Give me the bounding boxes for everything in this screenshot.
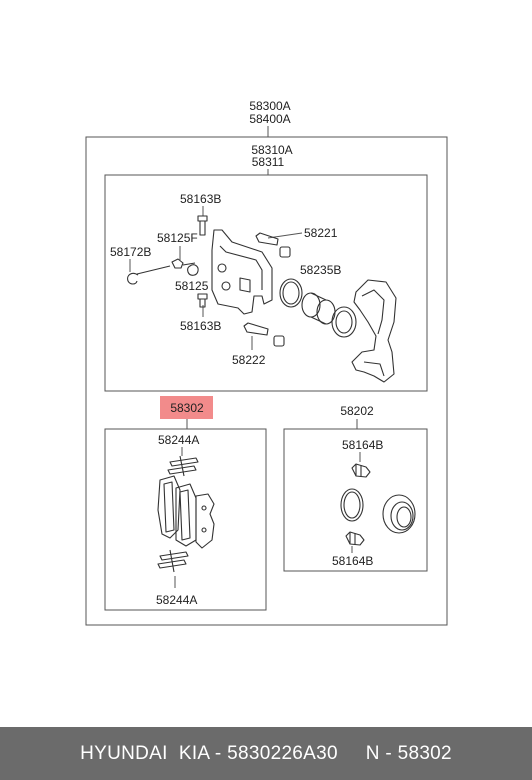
- brake-pad-right: [195, 493, 215, 549]
- boot-58164b-top: [351, 463, 371, 478]
- clip-58125: [187, 264, 199, 276]
- guide-pin-58222: [243, 322, 285, 347]
- label-58172b: 58172B: [110, 245, 151, 259]
- caliper-box: [104, 174, 428, 392]
- shim-bottom: [157, 549, 189, 573]
- label-58163b-bottom: 58163B: [180, 319, 221, 333]
- pad-kit-box: [104, 428, 267, 611]
- label-58235b: 58235B: [300, 263, 341, 277]
- pad-kit-highlight: [160, 396, 213, 419]
- label-58222: 58222: [232, 353, 266, 367]
- seal-kit-box: [283, 428, 428, 572]
- seal-ring-58235b: [279, 278, 303, 308]
- label-58125f: 58125F: [157, 231, 198, 245]
- label-58163b-top: 58163B: [180, 192, 221, 206]
- dust-boot-kit: [382, 494, 416, 534]
- label-58300a: 58300A: [249, 99, 290, 113]
- assembly-frame: [85, 136, 448, 626]
- label-58311: 58311: [252, 155, 285, 169]
- piston-boot: [331, 306, 357, 338]
- piston: [301, 292, 336, 325]
- label-58202: 58202: [340, 404, 374, 418]
- label-58125: 58125: [175, 279, 209, 293]
- boot-58164b-bottom: [345, 531, 365, 546]
- label-58302: 58302: [170, 401, 204, 415]
- shim-top: [167, 455, 199, 477]
- seal-ring-kit: [340, 488, 364, 522]
- clip-58125f: [171, 258, 196, 269]
- label-58244a-top: 58244A: [158, 433, 199, 447]
- footer-part-number: HYUNDAI KIA - 5830226A30 N - 58302: [80, 742, 452, 764]
- brake-pad-left: [157, 475, 181, 539]
- caliper-bracket: [211, 229, 273, 315]
- label-58400a: 58400A: [249, 112, 290, 126]
- guide-pin-58221: [255, 232, 291, 258]
- label-58221: 58221: [304, 226, 338, 240]
- bolt-58163b-bottom: [197, 293, 208, 308]
- bolt-58163b-top: [197, 215, 208, 236]
- spring-58172b: [127, 265, 171, 285]
- parts-diagram: 58300A 58400A 58310A 58311 58163B 58125F…: [85, 99, 448, 626]
- label-58310a: 58310A: [251, 143, 292, 157]
- label-58164b-bottom: 58164B: [332, 554, 373, 568]
- caliper-housing: [351, 279, 397, 383]
- label-58164b-top: 58164B: [342, 438, 383, 452]
- label-58244a-bottom: 58244A: [156, 593, 197, 607]
- footer-bar: HYUNDAI KIA - 5830226A30 N - 58302: [0, 727, 532, 780]
